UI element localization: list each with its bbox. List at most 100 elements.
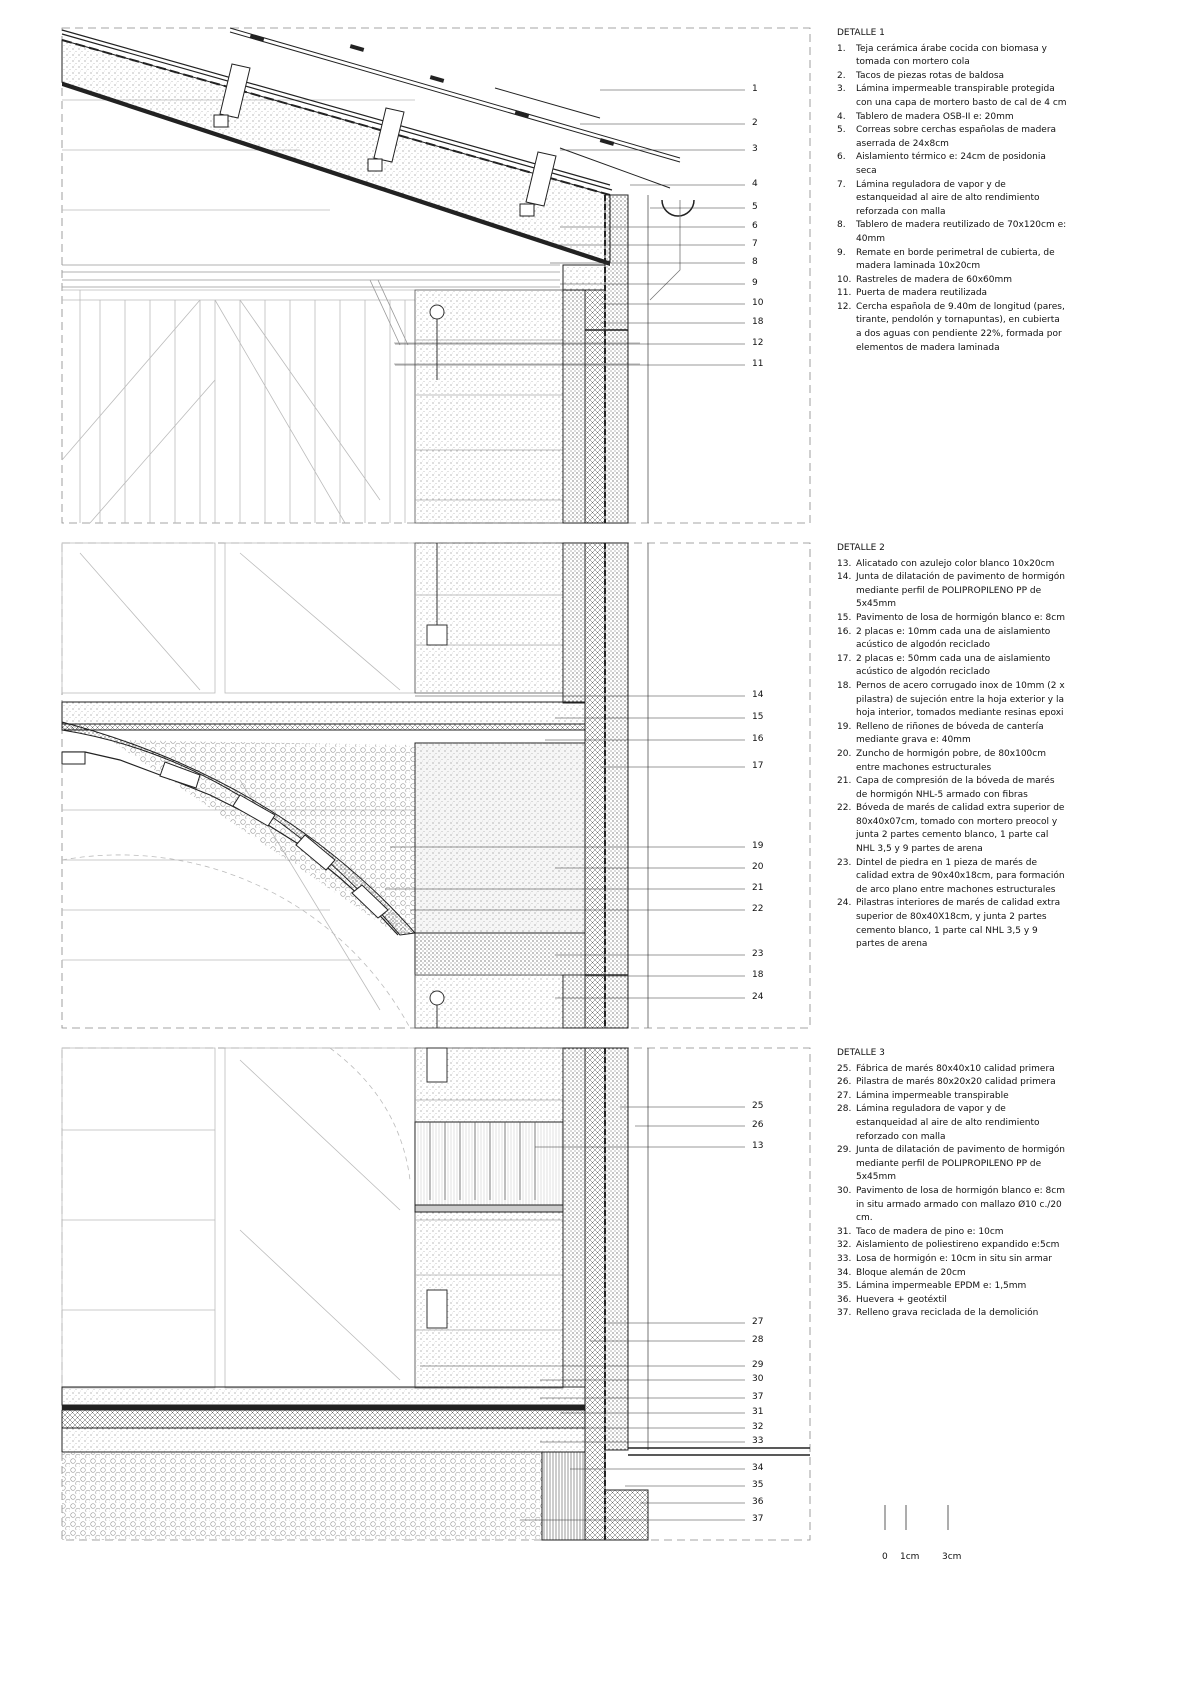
legend-item-text: Pilastra de marés 80x20x20 calidad prime… [856,1077,1056,1088]
legend-item-number: 29. [837,1145,852,1156]
scale-bar [884,1505,949,1530]
legend-item-number: 27. [837,1090,852,1101]
legend-item-text: 2 placas e: 50mm cada una de aislamiento… [856,653,1051,678]
detail-1-drawing [61,27,695,524]
legend-item-number: 3. [837,84,846,95]
legend-item: 12.Cercha española de 9.40m de longitud … [837,301,1067,355]
detail-3-drawing [61,1047,810,1541]
legend-item-number: 1. [837,43,846,54]
callout-number: 16 [752,734,764,744]
legend-item-text: Fábrica de marés 80x40x10 calidad primer… [856,1063,1055,1074]
legend-item: 22.Bóveda de marés de calidad extra supe… [837,802,1067,856]
legend-item: 4.Tablero de madera OSB-II e: 20mm [837,111,1067,125]
callout-number: 3 [752,144,758,154]
callout-number: 32 [752,1422,764,1432]
legend-item: 20.Zuncho de hormigón pobre, de 80x100cm… [837,748,1067,775]
callout-number: 21 [752,883,764,893]
legend-item-number: 37. [837,1308,852,1319]
legend-item: 15.Pavimento de losa de hormigón blanco … [837,612,1067,626]
legend-item-number: 17. [837,653,852,664]
legend-item: 26. Pilastra de marés 80x20x20 calidad pr… [837,1076,1067,1090]
legend-item: 9.Remate en borde perimetral de cubierta… [837,247,1067,274]
legend-item: 5. Correas sobre cerchas españolas de mad… [837,124,1067,151]
legend-item-number: 9. [837,247,846,258]
legend-item: 24. Pilastras interiores de marés de cali… [837,897,1067,951]
legend-item: 37. Relleno grava reciclada de la demolic… [837,1307,1067,1321]
callout-number: 25 [752,1101,764,1111]
legend-item: 13.Alicatado con azulejo color blanco 10… [837,558,1067,572]
legend-item-number: 31. [837,1226,852,1237]
callout-number: 37 [752,1514,764,1524]
legend-item: 25. Fábrica de marés 80x40x10 calidad pri… [837,1063,1067,1077]
legend-item-text: Junta de dilatación de pavimento de horm… [856,1145,1065,1183]
legend-item-number: 28. [837,1104,852,1115]
legend-item-text: Cercha española de 9.40m de longitud (pa… [856,301,1065,353]
legend-item: 19.Relleno de riñones de bóveda de cante… [837,721,1067,748]
legend-item: 31.Taco de madera de pino e: 10cm [837,1226,1067,1240]
callout-number: 12 [752,338,764,348]
callout-number: 26 [752,1120,764,1130]
legend-item-text: Pilastras interiores de marés de calidad… [856,898,1061,950]
legend-item-text: Pernos de acero corrugado inox de 10mm (… [856,680,1065,719]
callout-number: 2 [752,118,758,128]
legend-item: 16. 2 placas e: 10mm cada una de aislamie… [837,626,1067,653]
callout-number: 13 [752,1141,764,1151]
legend-item-text: Relleno grava reciclada de la demolición [856,1308,1039,1319]
legend-item-number: 21. [837,776,852,787]
scale-label-3cm: 3cm [942,1552,962,1562]
legend-item-text: Bóveda de marés de calidad extra superio… [856,803,1065,855]
legend-item-number: 25. [837,1063,852,1074]
legend-item: 1. Teja cerámica árabe cocida con biomasa… [837,43,1067,70]
callout-number: 18 [752,317,764,327]
legend-item-number: 32. [837,1240,852,1251]
callout-number: 30 [752,1374,764,1384]
legend-title: DETALLE 1 [837,28,885,38]
callout-number: 9 [752,278,758,288]
legend-item-number: 26. [837,1077,852,1088]
legend-item: 35. Lámina impermeable EPDM e: 1,5mm [837,1280,1067,1294]
legend-item-number: 23. [837,857,852,868]
scale-label-0: 0 [882,1552,888,1562]
legend-item: 36.Huevera + geotéxtil [837,1294,1067,1308]
callout-number: 22 [752,904,764,914]
legend-item-number: 2. [837,70,846,81]
legend-item-number: 24. [837,898,852,909]
callout-number: 27 [752,1317,764,1327]
legend-item-text: Tacos de piezas rotas de baldosa [856,70,1005,81]
legend-item: 30. Pavimento de losa de hormigón blanco … [837,1185,1067,1226]
legend-item: 27.Lámina impermeable transpirable [837,1090,1067,1104]
legend-item-text: 2 placas e: 10mm cada una de aislamiento… [856,626,1051,651]
legend-item-number: 33. [837,1253,852,1264]
callout-number: 18 [752,970,764,980]
legend-detail-1: DETALLE 1 1. Teja cerámica árabe cocida co… [837,27,1067,355]
legend-item-number: 35. [837,1281,852,1292]
legend-item-text: Pavimento de losa de hormigón blanco e: … [856,612,1065,623]
legend-item-text: Teja cerámica árabe cocida con biomasa y… [856,43,1047,68]
legend-item-text: Lámina reguladora de vapor y de estanque… [856,179,1040,217]
callout-number: 36 [752,1497,764,1507]
callout-number: 4 [752,179,758,189]
callout-number: 24 [752,992,764,1002]
legend-item-number: 16. [837,626,852,637]
legend-item: 7.Lámina reguladora de vapor y de estanq… [837,179,1067,220]
legend-item-number: 5. [837,125,846,136]
legend-item-number: 30. [837,1185,852,1196]
legend-item-text: Pavimento de losa de hormigón blanco e: … [856,1185,1065,1224]
legend-item-text: Alicatado con azulejo color blanco 10x20… [856,558,1055,569]
legend-item-text: Junta de dilatación de pavimento de horm… [856,572,1065,610]
legend-item: 34.Bloque alemán de 20cm [837,1267,1067,1281]
legend-item-number: 34. [837,1267,852,1278]
legend-item-number: 8. [837,220,846,231]
callout-number: 17 [752,761,764,771]
legend-item-text: Dintel de piedra en 1 pieza de marés de … [856,857,1065,895]
legend-item: 8.Tablero de madera reutilizado de 70x12… [837,219,1067,246]
legend-item-number: 18. [837,680,852,691]
legend-item-text: Lámina impermeable EPDM e: 1,5mm [856,1281,1027,1292]
legend-item: 29. Junta de dilatación de pavimento de h… [837,1144,1067,1185]
legend-item-text: Correas sobre cerchas españolas de mader… [856,125,1057,149]
callout-number: 19 [752,841,764,851]
callout-number: 11 [752,359,764,369]
callout-number: 5 [752,202,758,212]
